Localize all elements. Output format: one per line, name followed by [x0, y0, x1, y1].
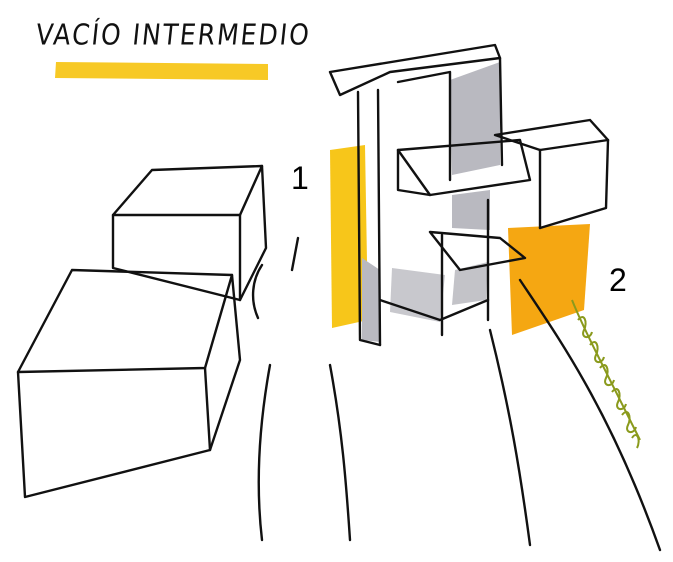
path-line-c — [259, 365, 270, 540]
path-line-d — [330, 365, 350, 540]
right-box-top — [495, 120, 608, 150]
path-line-b — [292, 238, 298, 270]
sketch-title: VACÍO INTERMEDIO — [34, 18, 312, 51]
box-back-top — [113, 166, 262, 215]
path-line-e — [490, 330, 530, 545]
label-one: 1 — [291, 160, 309, 197]
grey-panel-upper — [450, 62, 500, 175]
grey-panel-lower — [362, 258, 380, 342]
right-box-side — [540, 140, 608, 228]
upper-back — [500, 58, 502, 165]
box-front-top — [18, 270, 232, 372]
grey-panel-middle — [452, 190, 490, 230]
title-highlight — [55, 62, 268, 80]
label-two: 2 — [609, 262, 627, 299]
box-front-face — [18, 368, 210, 497]
box-back-front — [113, 215, 240, 300]
grey-panel-lower-right — [390, 268, 445, 322]
upper-wall — [398, 72, 450, 180]
grass-strokes — [572, 300, 640, 448]
